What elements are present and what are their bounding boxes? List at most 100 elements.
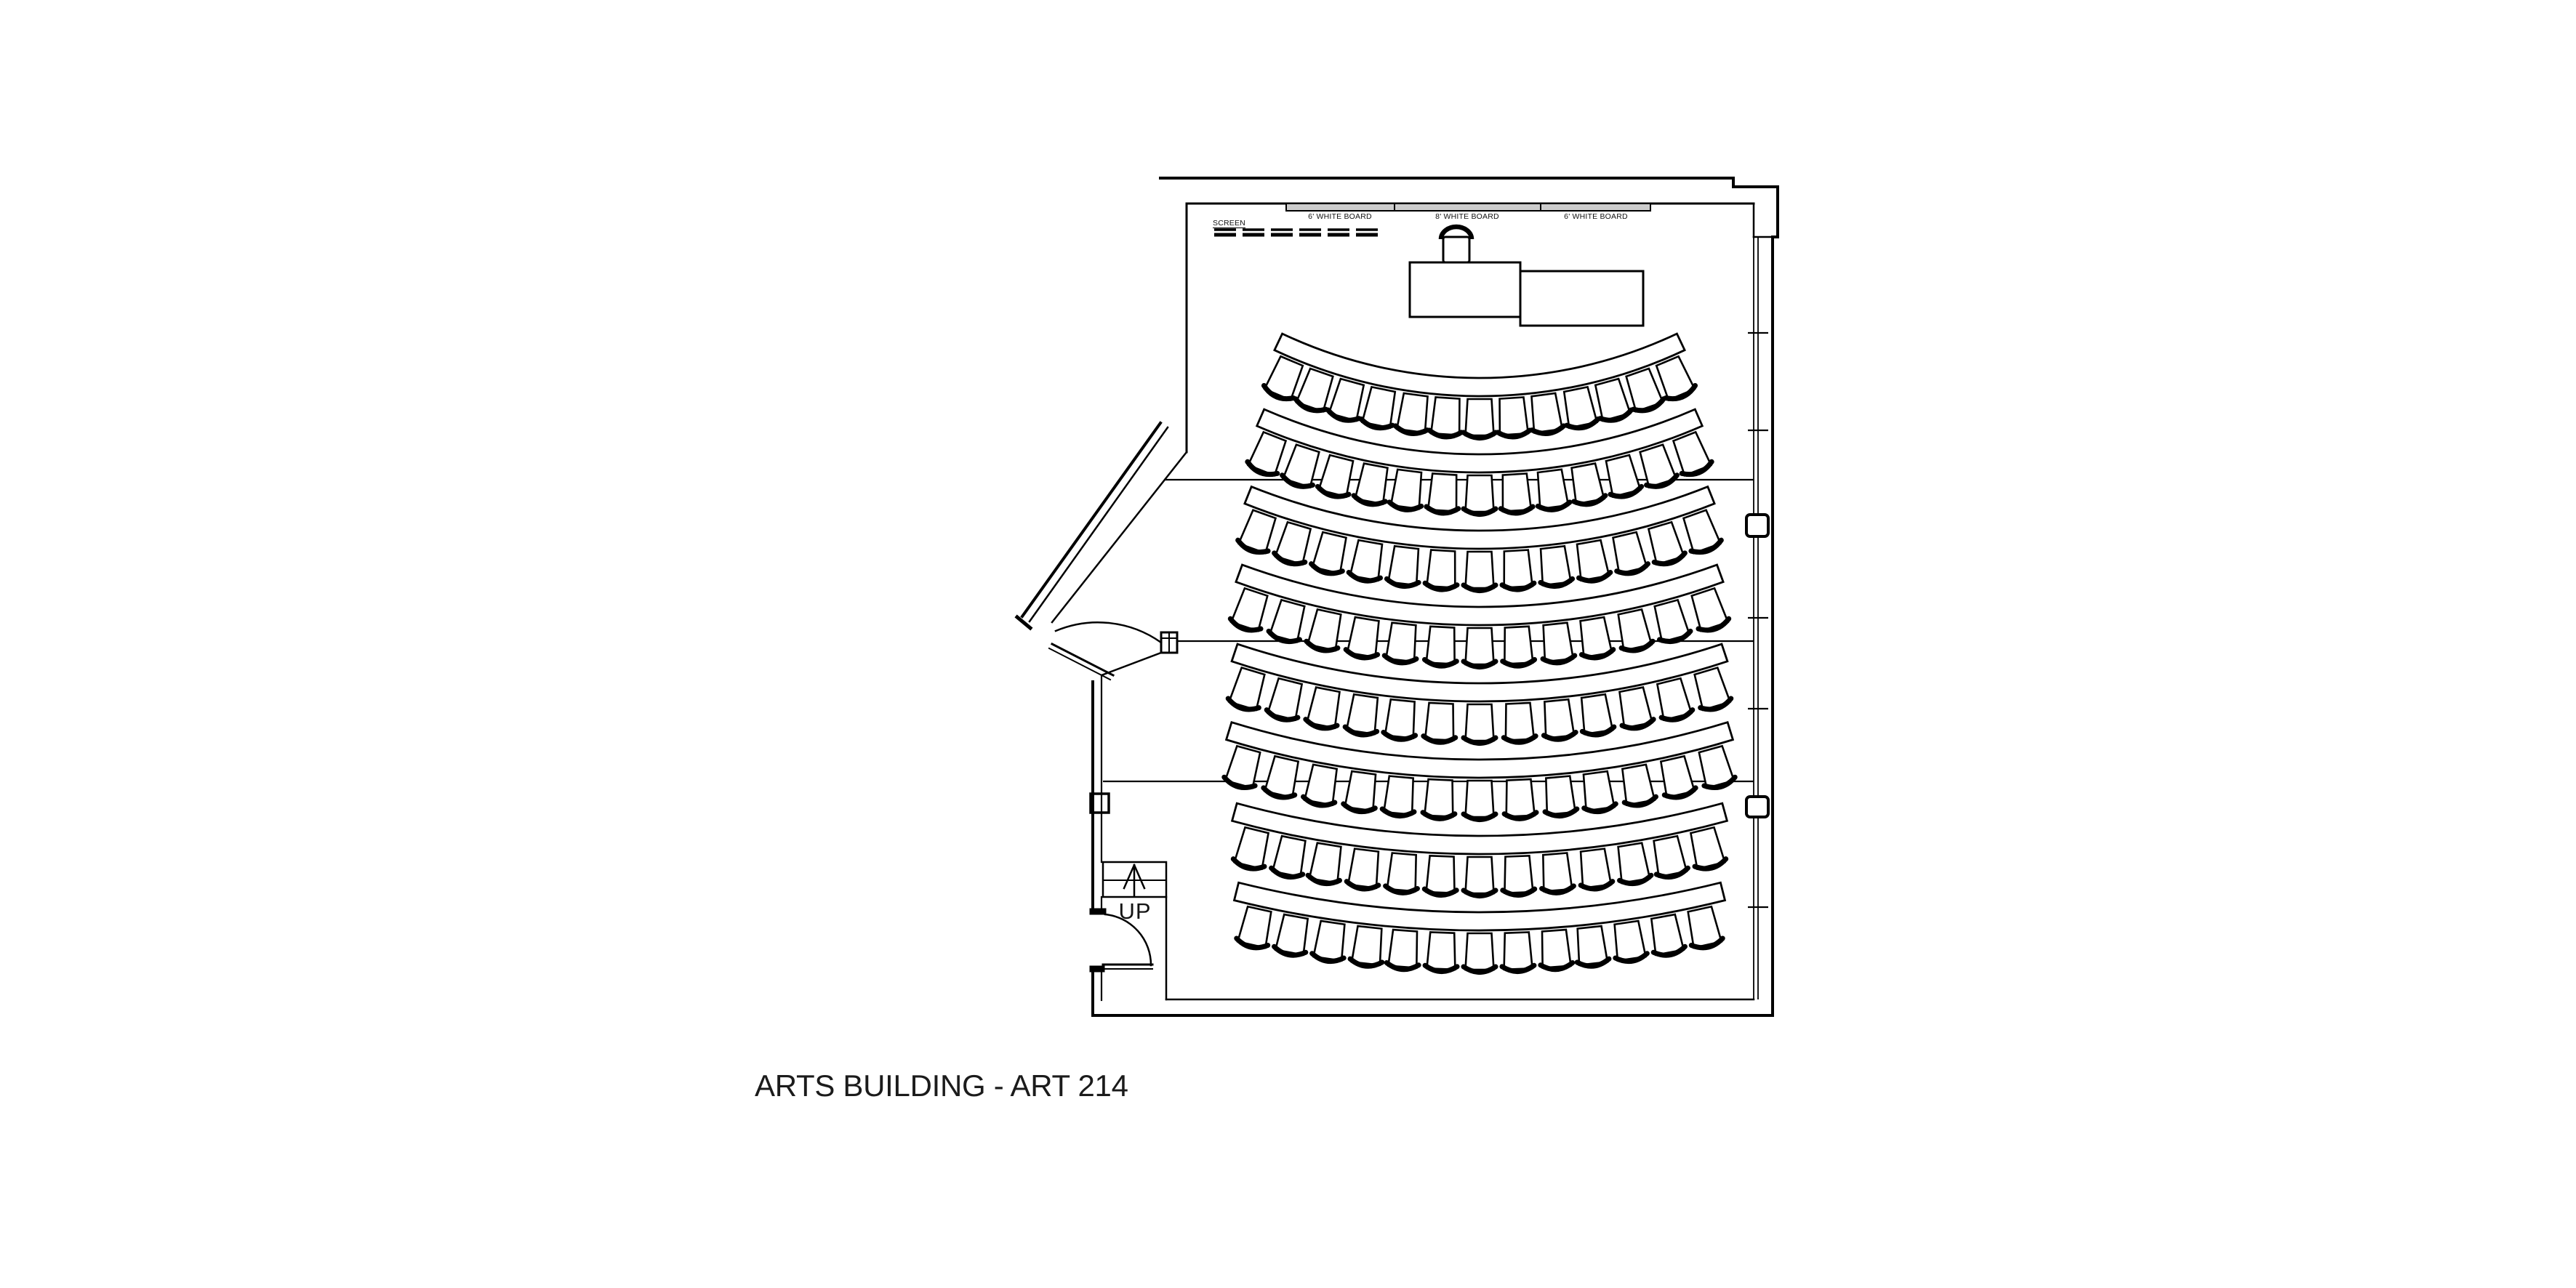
seat-back	[1658, 707, 1696, 723]
window-wall	[1745, 238, 1770, 999]
seat	[1639, 443, 1680, 489]
seat-back	[1422, 580, 1460, 592]
whiteboards	[1285, 203, 1651, 212]
seat	[1613, 919, 1650, 965]
seat-back	[1309, 951, 1347, 965]
seat-back	[1499, 962, 1537, 975]
seat	[1461, 856, 1498, 898]
seat	[1499, 549, 1537, 592]
seat-back	[1461, 811, 1498, 822]
seat	[1383, 852, 1420, 895]
stairs	[1102, 861, 1168, 1001]
desk-row-6	[1224, 720, 1735, 779]
seat-back	[1698, 696, 1734, 712]
seat-back	[1272, 943, 1309, 958]
seat	[1495, 396, 1533, 440]
desk-row-4	[1235, 563, 1725, 627]
seat	[1655, 355, 1698, 402]
seat	[1541, 698, 1578, 742]
seat-back	[1387, 499, 1424, 512]
seat	[1309, 919, 1347, 965]
seat-back	[1422, 962, 1460, 975]
desk-row-7	[1230, 802, 1729, 856]
seat	[1261, 355, 1304, 402]
seat-back	[1579, 724, 1617, 738]
seat-back	[1617, 872, 1654, 887]
seat	[1542, 775, 1580, 818]
seat	[1387, 468, 1424, 512]
seating-row-1	[1261, 332, 1698, 440]
seat	[1381, 621, 1419, 666]
seat-back	[1266, 628, 1302, 644]
seat	[1308, 531, 1347, 576]
seat-back	[1501, 810, 1539, 821]
stairs-and-lower-door	[1089, 792, 1168, 1001]
seat	[1351, 462, 1389, 507]
seat-back	[1301, 794, 1338, 808]
seat	[1659, 754, 1698, 800]
lectern	[1442, 236, 1471, 264]
seat	[1618, 686, 1656, 731]
seat-back	[1701, 774, 1738, 790]
seat-back	[1227, 616, 1264, 633]
seat-back	[1461, 735, 1498, 746]
seating-row-5	[1225, 643, 1734, 746]
seating-rows	[1221, 332, 1738, 975]
seat-back	[1581, 801, 1618, 815]
seat	[1689, 826, 1729, 872]
seat-back	[1421, 656, 1459, 669]
seat	[1535, 468, 1573, 512]
seat	[1501, 701, 1538, 745]
seat	[1280, 443, 1320, 489]
seat-back	[1653, 865, 1690, 880]
seat	[1325, 377, 1365, 423]
desk-row-2	[1255, 408, 1704, 474]
seat	[1653, 834, 1690, 880]
seat-back	[1421, 733, 1458, 745]
seat	[1420, 778, 1458, 821]
seat-back	[1663, 382, 1698, 402]
seat	[1461, 779, 1498, 822]
seating-row-6	[1221, 720, 1738, 822]
seat	[1621, 763, 1658, 808]
seat	[1612, 531, 1651, 576]
entry-vestibule	[1014, 421, 1188, 681]
seat-back	[1688, 537, 1724, 555]
seat-back	[1613, 951, 1650, 965]
seat-back	[1421, 886, 1459, 898]
front-furniture	[1408, 224, 1645, 327]
seat-back	[1651, 550, 1688, 567]
whiteboard-label-1: 6' WHITE BOARD	[1308, 212, 1372, 221]
seat	[1682, 509, 1724, 555]
seat	[1672, 430, 1714, 478]
seating-row-2	[1245, 408, 1714, 517]
desk-row-3	[1243, 485, 1716, 550]
seat-back	[1696, 616, 1732, 633]
seat	[1578, 848, 1616, 892]
seat-back	[1424, 504, 1461, 516]
seat	[1303, 686, 1341, 731]
seat-back	[1293, 396, 1328, 414]
seat	[1594, 377, 1634, 423]
seat-back	[1272, 550, 1308, 567]
seat	[1269, 834, 1307, 880]
seat	[1427, 396, 1464, 440]
seat-back	[1427, 427, 1464, 440]
seat-back	[1578, 647, 1616, 661]
seat-back	[1564, 416, 1601, 431]
seat	[1343, 616, 1381, 661]
seat-back	[1342, 724, 1380, 738]
seat	[1301, 763, 1339, 808]
whiteboard-rect-1	[1285, 203, 1395, 212]
seat	[1693, 666, 1734, 712]
seat-back	[1542, 806, 1580, 818]
seat	[1384, 544, 1421, 589]
seat-back	[1264, 707, 1301, 723]
seat-back	[1529, 423, 1567, 436]
seat	[1422, 549, 1460, 592]
seat-back	[1384, 960, 1421, 973]
seat-back	[1384, 576, 1421, 589]
seat	[1538, 928, 1576, 973]
seat-back	[1571, 493, 1608, 507]
seat-back	[1381, 729, 1419, 742]
